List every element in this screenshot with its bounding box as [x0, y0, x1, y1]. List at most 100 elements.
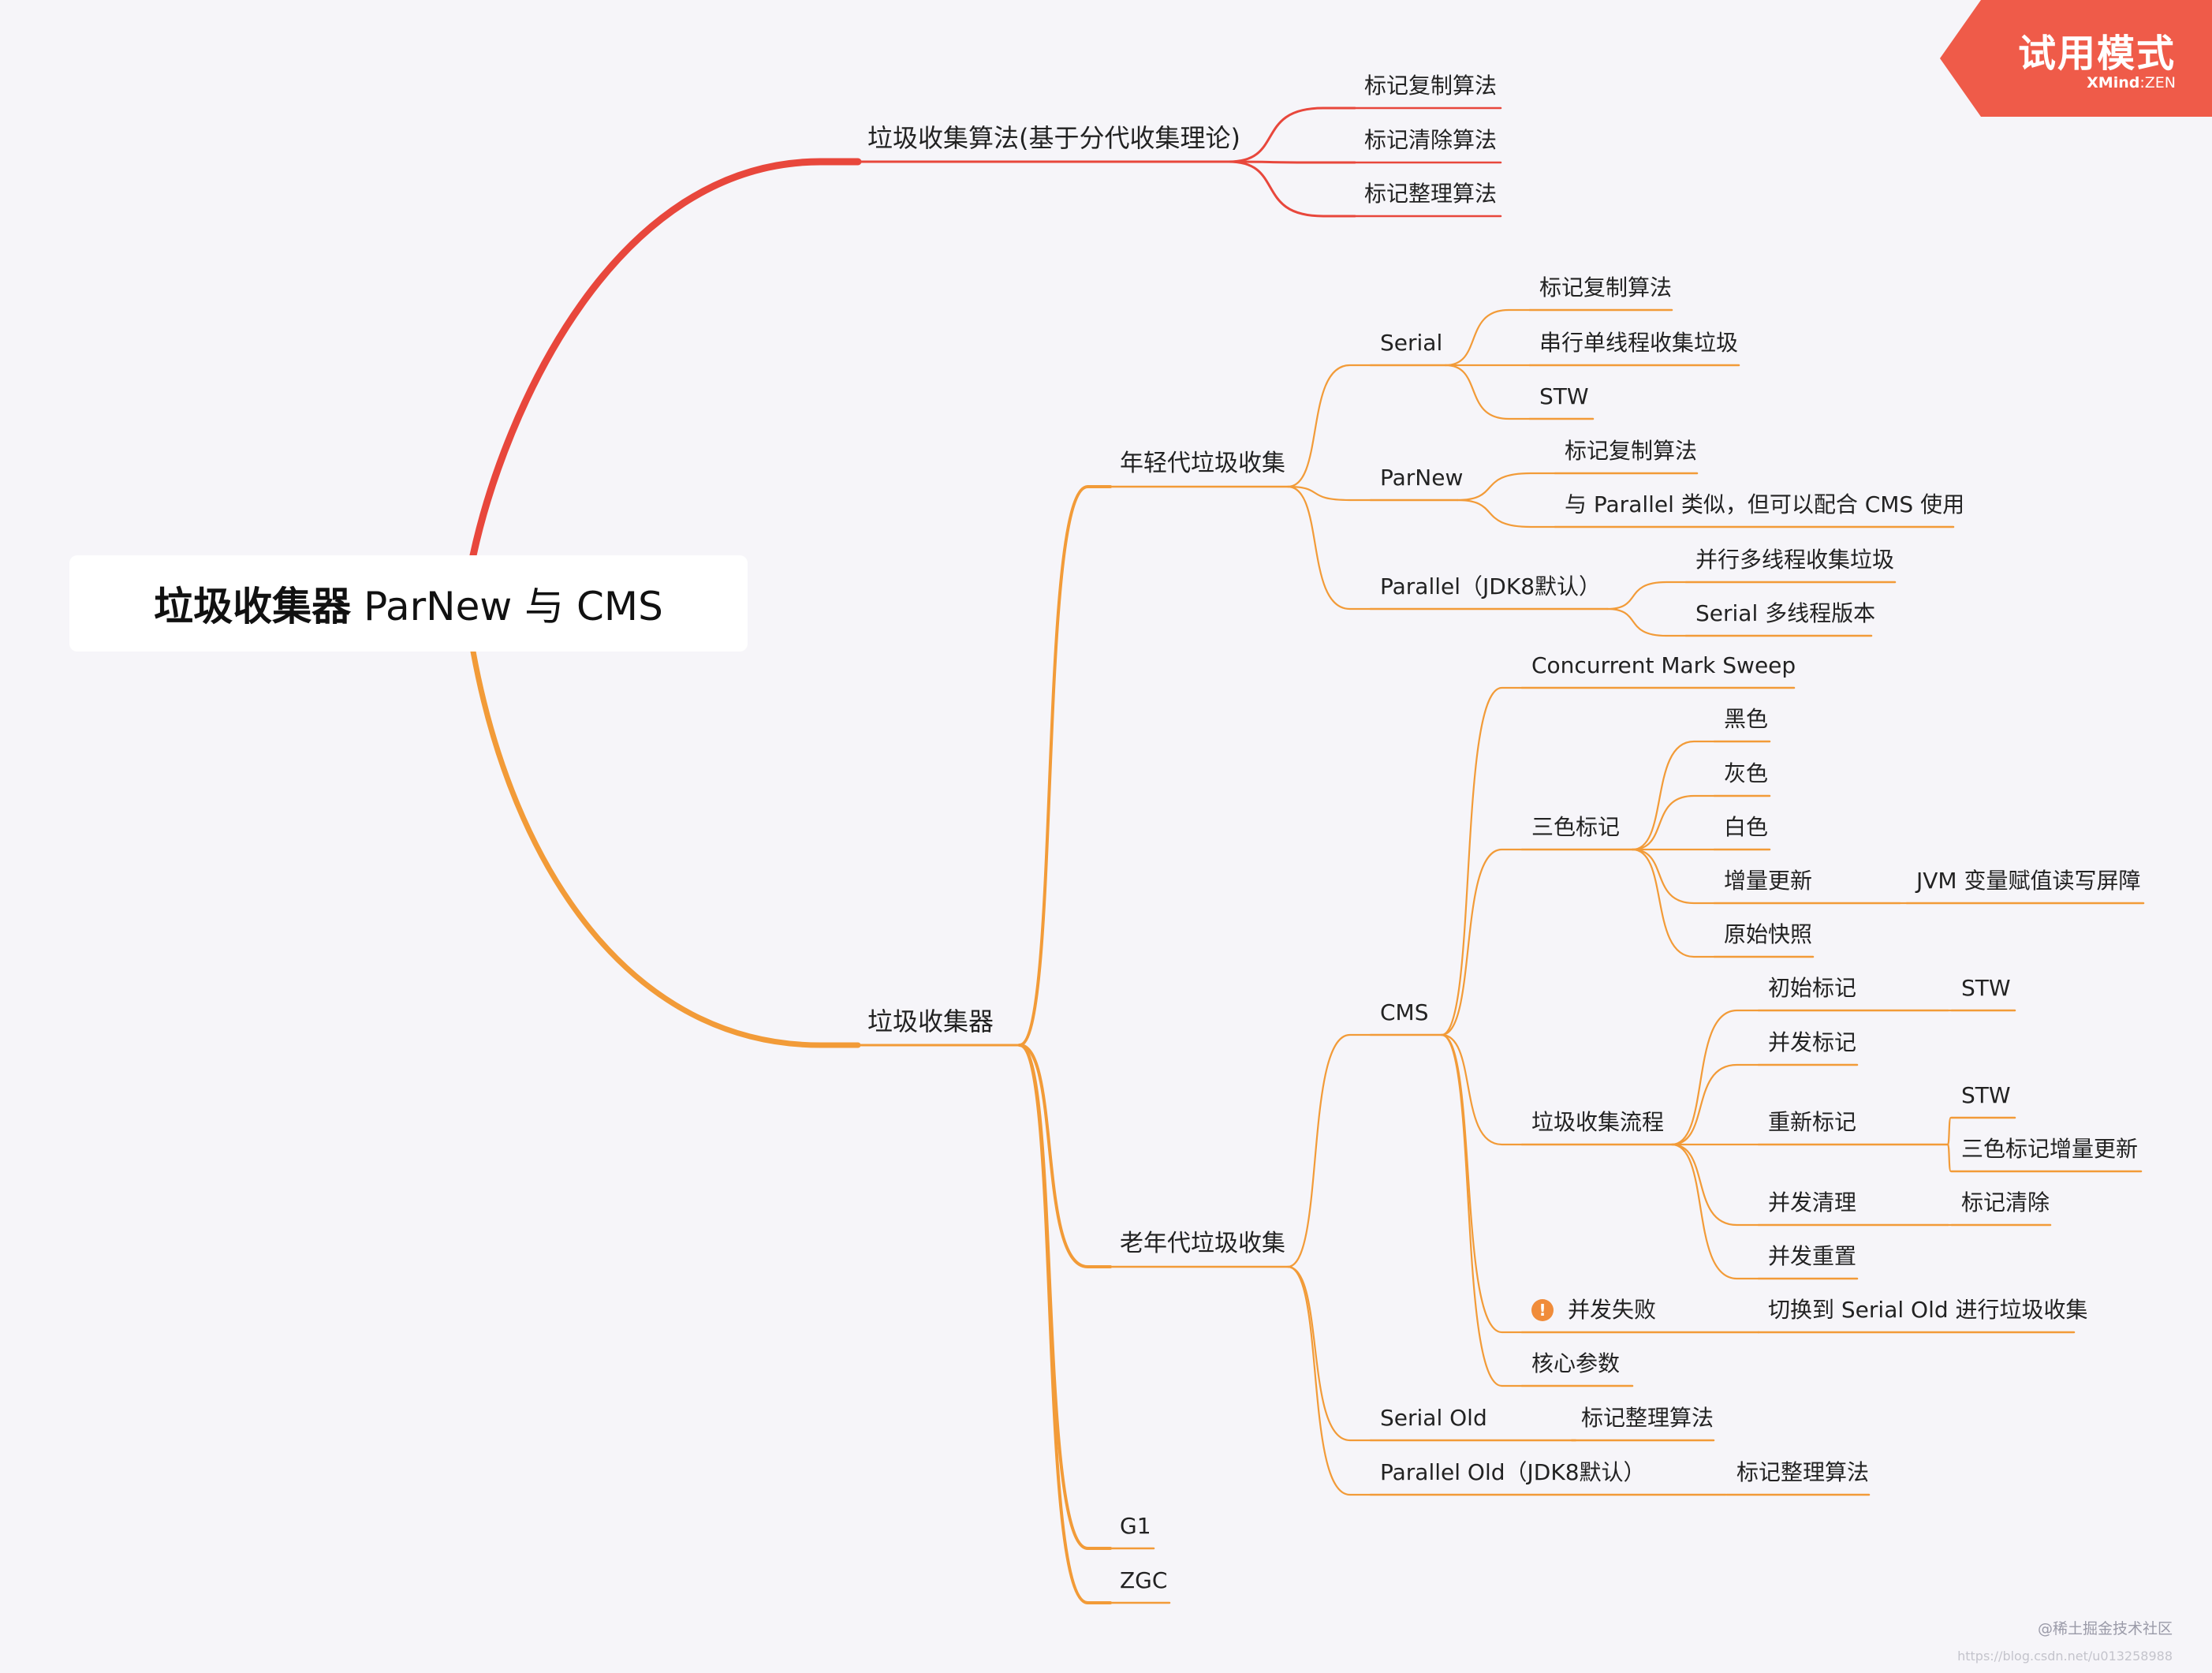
topic-fail[interactable]: !并发失败: [1531, 1299, 1656, 1332]
topic-flow[interactable]: 垃圾收集流程: [1531, 1111, 1664, 1145]
topic-label: 增量更新: [1724, 868, 1813, 894]
topic-snap[interactable]: 原始快照: [1724, 924, 1812, 957]
connector-line: [1631, 848, 1716, 905]
topic-label: 垃圾收集器: [867, 1006, 994, 1036]
topic-g1[interactable]: G1: [1120, 1515, 1151, 1548]
topic-remark-a[interactable]: STW: [1961, 1085, 2011, 1118]
root-topic[interactable]: 垃圾收集器 ParNew 与 CMS: [69, 555, 748, 652]
topic-alg-copy[interactable]: 标记复制算法: [1364, 75, 1497, 108]
connector-line: [1018, 1044, 1112, 1604]
connector-line: [1456, 499, 1557, 528]
topic-label: 原始快照: [1724, 921, 1813, 947]
topic-serial[interactable]: Serial: [1380, 332, 1442, 365]
connector-line: [1946, 1143, 1953, 1173]
url-watermark: https://blog.csdn.net/u013258988: [1957, 1649, 2173, 1664]
topic-label: 三色标记: [1531, 814, 1621, 840]
topic-sold[interactable]: Serial Old: [1380, 1407, 1487, 1440]
topic-label: Parallel（JDK8默认）: [1380, 573, 1602, 599]
topic-label: Serial 多线程版本: [1695, 600, 1876, 626]
connector-line: [1670, 1143, 1760, 1280]
topic-alg-compact[interactable]: 标记整理算法: [1364, 183, 1497, 216]
community-watermark: @稀土掘金技术社区: [2037, 1620, 2173, 1638]
connector-line: [1286, 1033, 1372, 1268]
topic-label: 标记复制算法: [1539, 274, 1673, 301]
topic-old[interactable]: 老年代垃圾收集: [1120, 1232, 1285, 1267]
connector-line: [1670, 1009, 1760, 1146]
topic-alg-sweep[interactable]: 标记清除算法: [1364, 129, 1497, 162]
badge-shape: [1940, 0, 2212, 117]
topic-parnew-a[interactable]: 标记复制算法: [1565, 440, 1697, 473]
topic-incr-a[interactable]: JVM 变量赋值读写屏障: [1916, 870, 2140, 903]
topic-remark-b[interactable]: 三色标记增量更新: [1961, 1138, 2138, 1171]
topic-core[interactable]: 核心参数: [1531, 1353, 1620, 1386]
topic-cclean[interactable]: 并发清理: [1768, 1192, 1856, 1225]
topic-zgc[interactable]: ZGC: [1120, 1570, 1167, 1603]
topic-label: 串行单线程收集垃圾: [1539, 330, 1739, 356]
topic-label: Serial: [1380, 330, 1443, 356]
topic-grey[interactable]: 灰色: [1724, 763, 1768, 796]
topic-label: 老年代垃圾收集: [1120, 1230, 1285, 1257]
connector-line: [1286, 485, 1372, 502]
topic-init-a[interactable]: STW: [1961, 977, 2011, 1010]
topic-incr[interactable]: 增量更新: [1724, 870, 1812, 903]
badge-title: 试用模式: [2017, 32, 2176, 76]
connector-line: [1286, 1265, 1372, 1496]
topic-label: CMS: [1380, 999, 1429, 1025]
topic-remark[interactable]: 重新标记: [1768, 1111, 1856, 1145]
topic-label: 标记整理算法: [1581, 1405, 1714, 1431]
topic-init[interactable]: 初始标记: [1768, 977, 1856, 1010]
topic-pold-a[interactable]: 标记整理算法: [1736, 1462, 1869, 1495]
topic-label: 垃圾收集算法(基于分代收集理论): [867, 123, 1240, 153]
topic-cms[interactable]: CMS: [1380, 1002, 1428, 1035]
topic-parnew[interactable]: ParNew: [1380, 467, 1463, 500]
topic-cclean-a[interactable]: 标记清除: [1961, 1192, 2050, 1225]
topic-collectors[interactable]: 垃圾收集器: [867, 1009, 994, 1045]
topic-young[interactable]: 年轻代垃圾收集: [1120, 452, 1285, 487]
connector-line: [1670, 1143, 1760, 1227]
topic-label: 灰色: [1724, 760, 1769, 786]
topic-pold[interactable]: Parallel Old（JDK8默认）: [1380, 1462, 1646, 1495]
connector-line: [1286, 364, 1372, 488]
topic-label: 标记复制算法: [1565, 438, 1698, 464]
topic-serial-c[interactable]: STW: [1539, 386, 1589, 419]
topic-white[interactable]: 白色: [1724, 816, 1768, 850]
topic-label: Serial Old: [1380, 1405, 1487, 1431]
topic-serial-b[interactable]: 串行单线程收集垃圾: [1539, 332, 1738, 365]
topic-label: ZGC: [1120, 1567, 1168, 1593]
topic-sold-a[interactable]: 标记整理算法: [1581, 1407, 1714, 1440]
topic-alg[interactable]: 垃圾收集算法(基于分代收集理论): [867, 125, 1240, 162]
topic-label: STW: [1961, 1082, 2011, 1108]
connector-line: [1444, 308, 1531, 367]
topic-parallel-b[interactable]: Serial 多线程版本: [1695, 603, 1875, 636]
topic-cms-name[interactable]: Concurrent Mark Sweep: [1531, 655, 1796, 688]
connector-line: [1227, 106, 1356, 163]
connector-line: [1440, 1033, 1524, 1387]
topic-fail-a[interactable]: 切换到 Serial Old 进行垃圾收集: [1768, 1299, 2088, 1332]
topic-serial-a[interactable]: 标记复制算法: [1539, 277, 1672, 310]
topic-black[interactable]: 黑色: [1724, 708, 1768, 741]
topic-label: 并发清理: [1768, 1189, 1857, 1216]
topic-label: 标记清除: [1961, 1189, 2050, 1216]
connector-line: [1440, 1033, 1524, 1334]
topic-parnew-b[interactable]: 与 Parallel 类似，但可以配合 CMS 使用: [1565, 494, 1964, 527]
topic-label: 与 Parallel 类似，但可以配合 CMS 使用: [1565, 491, 1965, 517]
connector-line: [1018, 1044, 1112, 1550]
connector-line: [1286, 1265, 1372, 1442]
topic-label: 并发失败: [1568, 1297, 1657, 1323]
connector-line: [1440, 1033, 1524, 1146]
topic-label: STW: [1961, 975, 2011, 1001]
topic-label: 垃圾收集流程: [1531, 1109, 1665, 1135]
trial-mode-badge: 试用模式 XMind:ZEN: [1940, 0, 2212, 117]
topic-parallel[interactable]: Parallel（JDK8默认）: [1380, 576, 1601, 609]
topic-parallel-a[interactable]: 并行多线程收集垃圾: [1695, 549, 1894, 582]
topic-conc[interactable]: 并发标记: [1768, 1032, 1856, 1065]
topic-creset[interactable]: 并发重置: [1768, 1245, 1856, 1279]
connector-line: [1631, 794, 1716, 851]
topic-tri[interactable]: 三色标记: [1531, 816, 1620, 850]
topic-label: 白色: [1724, 814, 1769, 840]
root-topic-bold: 垃圾收集器: [154, 584, 352, 629]
root-branch-line: [470, 648, 861, 1048]
connector-line: [1227, 160, 1356, 218]
